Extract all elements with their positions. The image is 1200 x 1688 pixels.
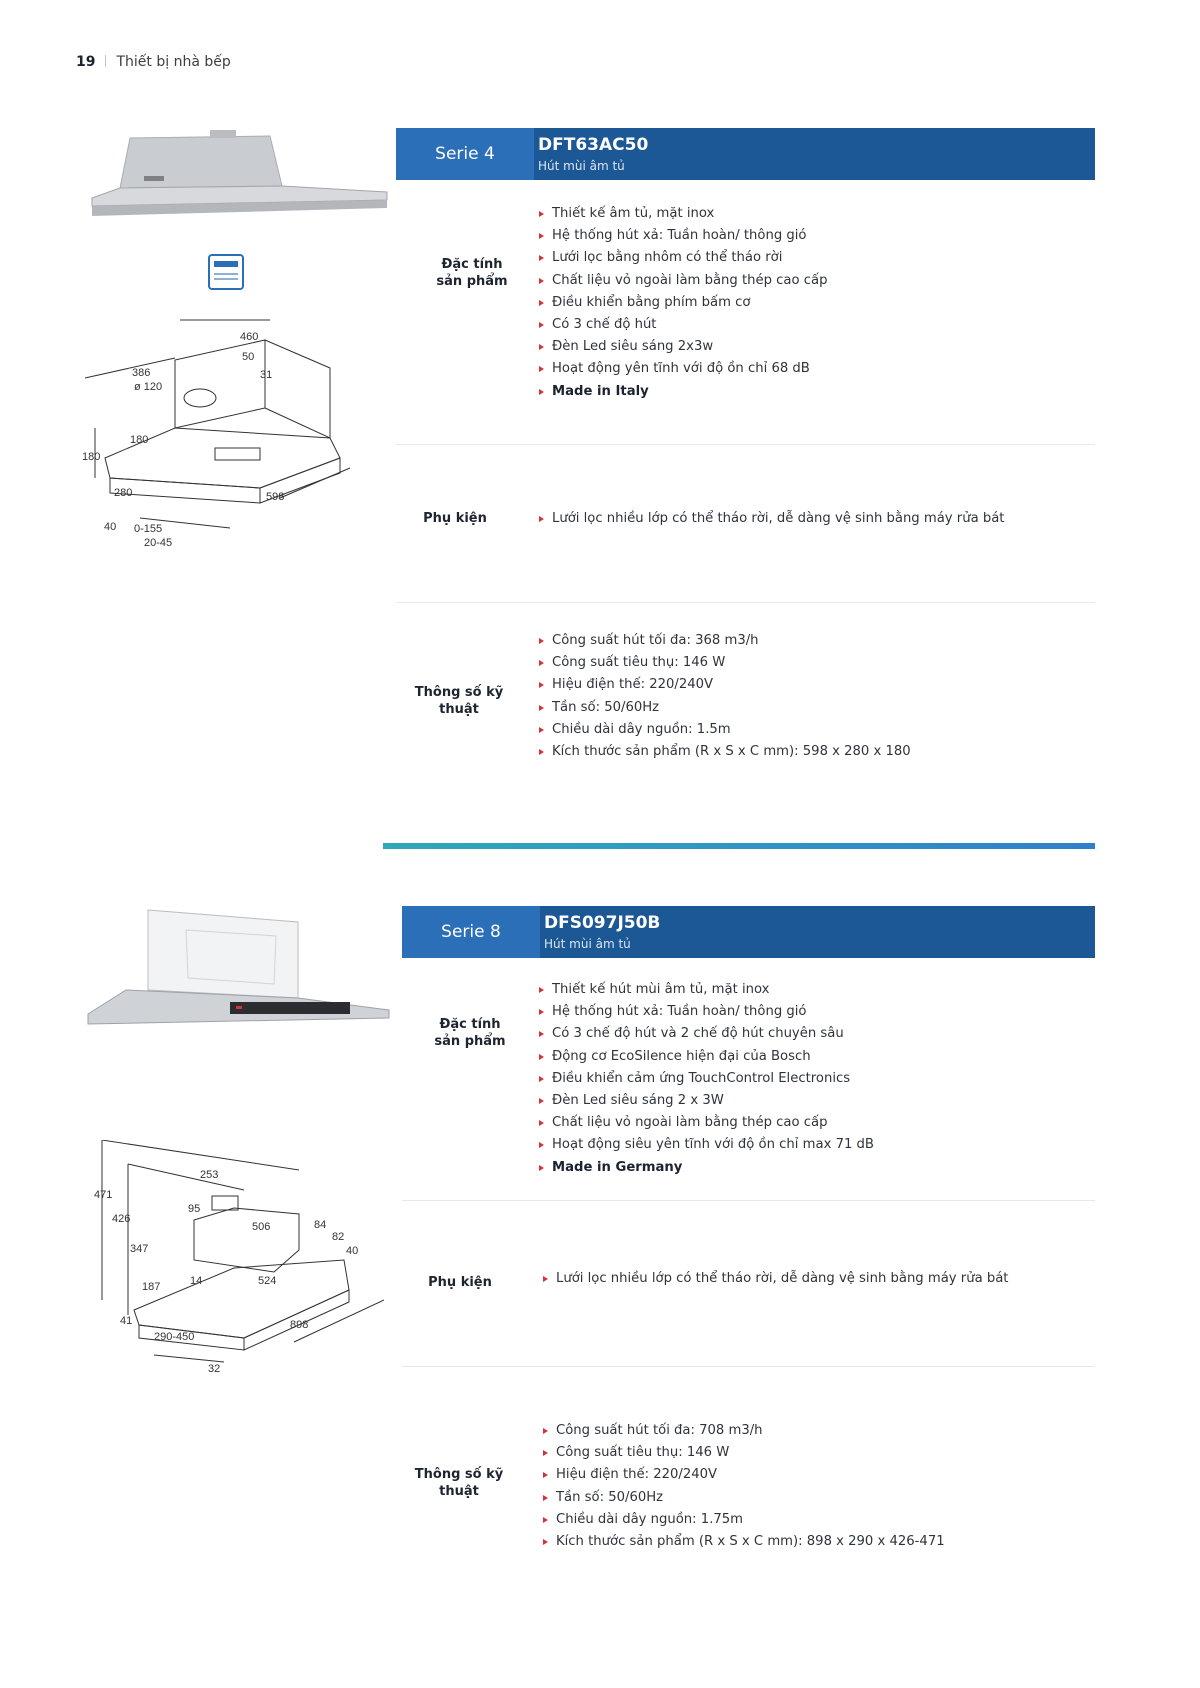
- list-item: Thiết kế hút mùi âm tủ, mặt inox: [538, 979, 874, 1001]
- row-divider: [402, 1200, 1095, 1201]
- list-item: Công suất hút tối đa: 708 m3/h: [542, 1420, 945, 1442]
- dim-label: 471: [94, 1189, 112, 1201]
- list-item: Chiều dài dây nguồn: 1.75m: [542, 1509, 945, 1531]
- product-type: Hút mùi âm tủ: [544, 937, 631, 951]
- specs-label: Thông số kỹ thuật: [414, 1467, 504, 1499]
- model-name: DFS097J50B: [544, 913, 661, 933]
- list-item: Kích thước sản phẩm (R x S x C mm): 598 …: [538, 741, 911, 763]
- list-item: Lưới lọc nhiều lớp có thể tháo rời, dễ d…: [538, 508, 1004, 530]
- row-divider: [396, 602, 1095, 603]
- list-item: Công suất hút tối đa: 368 m3/h: [538, 630, 911, 652]
- list-item: Chiều dài dây nguồn: 1.5m: [538, 719, 911, 741]
- header-divider: [105, 55, 107, 67]
- dimension-drawing: 460 50 31 386 ø 120 180 180 280 598 40 0…: [80, 318, 380, 563]
- list-item: Công suất tiêu thụ: 146 W: [542, 1442, 945, 1464]
- dim-label: 20-45: [144, 537, 172, 549]
- page-number: 19: [76, 54, 96, 70]
- product-photo: [86, 906, 391, 1036]
- features-list: Thiết kế hút mùi âm tủ, mặt inox Hệ thốn…: [538, 979, 874, 1179]
- page-header: 19 Thiết bị nhà bếp: [76, 54, 231, 70]
- list-item: Đèn Led siêu sáng 2x3w: [538, 336, 827, 358]
- dim-label: 898: [290, 1319, 308, 1331]
- product-header: Serie 4 DFT63AC50 Hút mùi âm tủ: [396, 128, 1095, 180]
- list-item: Có 3 chế độ hút: [538, 314, 827, 336]
- specs-list: Công suất hút tối đa: 708 m3/h Công suất…: [542, 1420, 945, 1553]
- dim-label: 40: [346, 1245, 358, 1257]
- list-item: Hoạt động yên tĩnh với độ ồn chỉ 68 dB: [538, 358, 827, 380]
- accessories-list: Lưới lọc nhiều lớp có thể tháo rời, dễ d…: [538, 508, 1004, 530]
- dim-label: 386: [132, 367, 150, 379]
- list-item: Đèn Led siêu sáng 2 x 3W: [538, 1090, 874, 1112]
- list-item: Tần số: 50/60Hz: [542, 1487, 945, 1509]
- dim-label: 31: [260, 369, 272, 381]
- accessories-list: Lưới lọc nhiều lớp có thể tháo rời, dễ d…: [542, 1268, 1008, 1290]
- dim-label: 506: [252, 1221, 270, 1233]
- features-list: Thiết kế âm tủ, mặt inox Hệ thống hút xả…: [538, 203, 827, 403]
- dim-label: 40: [104, 521, 116, 533]
- list-item: Hệ thống hút xả: Tuần hoàn/ thông gió: [538, 225, 827, 247]
- features-label: Đặc tính sản phẩm: [436, 257, 508, 289]
- dim-label: 95: [188, 1203, 200, 1215]
- led-badge-icon: [208, 254, 244, 290]
- dim-label: 460: [240, 331, 258, 343]
- list-item: Kích thước sản phẩm (R x S x C mm): 898 …: [542, 1531, 945, 1553]
- specs-label: Thông số kỹ thuật: [414, 685, 504, 717]
- dim-label: 41: [120, 1315, 132, 1327]
- dim-label: 598: [266, 491, 284, 503]
- product-header: Serie 8 DFS097J50B Hút mùi âm tủ: [402, 906, 1095, 958]
- list-item: Hiệu điện thế: 220/240V: [538, 674, 911, 696]
- list-item: Lưới lọc nhiều lớp có thể tháo rời, dễ d…: [542, 1268, 1008, 1290]
- dim-label: 50: [242, 351, 254, 363]
- dim-label: 347: [130, 1243, 148, 1255]
- section-title: Thiết bị nhà bếp: [116, 54, 231, 70]
- list-item: Chất liệu vỏ ngoài làm bằng thép cao cấp: [538, 270, 827, 292]
- dim-label: 253: [200, 1169, 218, 1181]
- dim-label: 180: [82, 451, 100, 463]
- serie-label: Serie 8: [402, 906, 540, 958]
- dim-label: 290-450: [154, 1331, 194, 1343]
- list-item: Điều khiển cảm ứng TouchControl Electron…: [538, 1068, 874, 1090]
- features-label: Đặc tính sản phẩm: [434, 1017, 506, 1049]
- row-divider: [402, 1366, 1095, 1367]
- serie-label: Serie 4: [396, 128, 534, 180]
- list-item: Có 3 chế độ hút và 2 chế độ hút chuyên s…: [538, 1023, 874, 1045]
- accessories-label: Phụ kiện: [428, 1275, 492, 1290]
- list-item: Tần số: 50/60Hz: [538, 697, 911, 719]
- list-item: Hệ thống hút xả: Tuần hoàn/ thông gió: [538, 1001, 874, 1023]
- dim-label: 426: [112, 1213, 130, 1225]
- list-item: Made in Italy: [538, 381, 827, 403]
- list-item: Hoạt động siêu yên tĩnh với độ ồn chỉ ma…: [538, 1134, 874, 1156]
- dim-label: 187: [142, 1281, 160, 1293]
- specs-list: Công suất hút tối đa: 368 m3/h Công suất…: [538, 630, 911, 763]
- list-item: Điều khiển bằng phím bấm cơ: [538, 292, 827, 314]
- model-name: DFT63AC50: [538, 135, 649, 155]
- dim-label: 280: [114, 487, 132, 499]
- list-item: Động cơ EcoSilence hiện đại của Bosch: [538, 1046, 874, 1068]
- row-divider: [396, 444, 1095, 445]
- list-item: Hiệu điện thế: 220/240V: [542, 1464, 945, 1486]
- section-divider: [383, 843, 1095, 849]
- dim-label: 84: [314, 1219, 326, 1231]
- dim-label: 180: [130, 434, 148, 446]
- dim-label: ø 120: [134, 381, 162, 393]
- dimension-drawing: 253 471 95 426 506 84 82 347 40 187 14 5…: [94, 1140, 384, 1380]
- dim-label: 524: [258, 1275, 276, 1287]
- accessories-label: Phụ kiện: [423, 511, 487, 526]
- dim-label: 82: [332, 1231, 344, 1243]
- list-item: Công suất tiêu thụ: 146 W: [538, 652, 911, 674]
- list-item: Lưới lọc bằng nhôm có thể tháo rời: [538, 247, 827, 269]
- product-photo: [84, 128, 389, 228]
- list-item: Thiết kế âm tủ, mặt inox: [538, 203, 827, 225]
- list-item: Made in Germany: [538, 1157, 874, 1179]
- dim-label: 14: [190, 1275, 202, 1287]
- dim-label: 32: [208, 1363, 220, 1375]
- product-type: Hút mùi âm tủ: [538, 159, 625, 173]
- list-item: Chất liệu vỏ ngoài làm bằng thép cao cấp: [538, 1112, 874, 1134]
- dim-label: 0-155: [134, 523, 162, 535]
